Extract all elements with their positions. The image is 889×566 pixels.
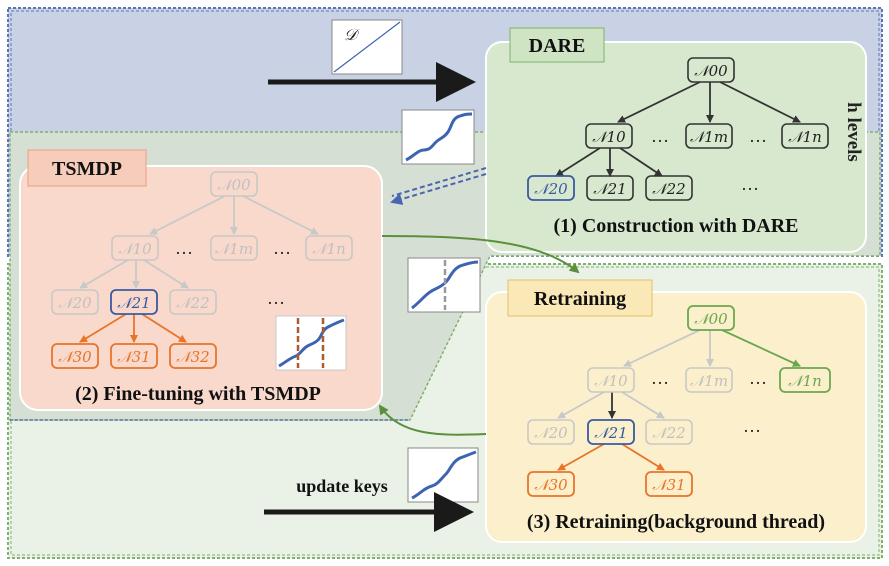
dataset-thumbnail: 𝒟 xyxy=(331,19,403,75)
retraining-node-n10: 𝒩10 xyxy=(587,367,635,393)
cdf-thumbnail-split xyxy=(407,257,481,313)
dare-node-n22: 𝒩22 xyxy=(645,175,693,201)
dare-node-n1m: 𝒩1m xyxy=(685,123,733,149)
retraining-ellipsis-1: … xyxy=(651,368,669,388)
update-keys-cdf-thumbnail xyxy=(407,447,479,503)
dare-node-n10: 𝒩10 xyxy=(585,123,633,149)
dare-node-n20: 𝒩20 xyxy=(527,175,575,201)
retraining-ellipsis-3: … xyxy=(743,416,761,436)
dare-title: DARE xyxy=(529,35,586,57)
svg-text:𝒩20: 𝒩20 xyxy=(534,424,568,442)
dare-panel xyxy=(485,41,867,253)
dare-to-tsmdp-arrow xyxy=(390,167,487,205)
tsmdp-ellipsis-3: … xyxy=(267,288,285,308)
svg-text:𝒩20: 𝒩20 xyxy=(534,180,568,198)
svg-text:𝒩1n: 𝒩1n xyxy=(788,128,822,146)
tsmdp-node-n1n: 𝒩1n xyxy=(305,235,353,261)
tsmdp-node-n00: 𝒩00 xyxy=(210,171,258,197)
retraining-caption: (3) Retraining(background thread) xyxy=(527,511,825,533)
retraining-node-n31: 𝒩31 xyxy=(645,471,693,497)
dare-node-n00: 𝒩00 xyxy=(687,57,735,83)
cdf-thumbnail-upper xyxy=(401,109,475,165)
tsmdp-node-n10: 𝒩10 xyxy=(111,235,159,261)
retraining-node-n30: 𝒩30 xyxy=(527,471,575,497)
dare-node-n21: 𝒩21 xyxy=(586,175,634,201)
retraining-title: Retraining xyxy=(534,288,626,310)
update-keys-label: update keys xyxy=(296,476,388,496)
tsmdp-node-n21: 𝒩21 xyxy=(110,289,158,315)
tsmdp-edges-gray xyxy=(79,195,319,289)
tsmdp-node-n31: 𝒩31 xyxy=(110,343,158,369)
tsmdp-node-n20: 𝒩20 xyxy=(51,289,99,315)
svg-text:𝒩22: 𝒩22 xyxy=(176,294,209,312)
svg-text:𝒩1m: 𝒩1m xyxy=(690,128,728,146)
svg-text:𝒩10: 𝒩10 xyxy=(118,240,152,258)
tsmdp-title-box xyxy=(27,149,147,187)
retraining-node-n1m: 𝒩1m xyxy=(685,367,733,393)
retraining-node-n21: 𝒩21 xyxy=(587,419,635,445)
svg-text:𝒩21: 𝒩21 xyxy=(117,294,150,312)
svg-text:𝒩10: 𝒩10 xyxy=(592,128,626,146)
retraining-node-n1n: 𝒩1n xyxy=(779,367,831,393)
tsmdp-title: TSMDP xyxy=(52,158,122,180)
retraining-edges-gray xyxy=(557,329,714,419)
svg-text:𝒩10: 𝒩10 xyxy=(594,372,628,390)
tsmdp-split-cdf-thumbnail xyxy=(275,315,347,371)
dare-caption: (1) Construction with DARE xyxy=(554,215,799,237)
retraining-to-tsmdp-arrow xyxy=(378,404,487,436)
svg-text:𝒩1n: 𝒩1n xyxy=(788,372,822,390)
tsmdp-caption: (2) Fine-tuning with TSMDP xyxy=(75,383,321,405)
svg-text:𝒩00: 𝒩00 xyxy=(694,310,728,328)
retraining-node-n00: 𝒩00 xyxy=(687,305,735,331)
svg-text:𝒩31: 𝒩31 xyxy=(117,348,150,366)
svg-text:𝒩1m: 𝒩1m xyxy=(215,240,253,258)
svg-text:𝒩30: 𝒩30 xyxy=(534,476,568,494)
tsmdp-panel xyxy=(19,165,383,411)
tsmdp-edges-orange xyxy=(79,313,187,343)
svg-text:𝒩20: 𝒩20 xyxy=(58,294,92,312)
dare-ellipsis-3: … xyxy=(741,174,759,194)
retraining-ellipsis-2: … xyxy=(749,368,767,388)
retraining-node-n20: 𝒩20 xyxy=(527,419,575,445)
retraining-node-n22: 𝒩22 xyxy=(645,419,693,445)
retraining-edge-green xyxy=(721,329,801,367)
dare-ellipsis-1: … xyxy=(651,126,669,146)
svg-text:𝒩00: 𝒩00 xyxy=(217,176,251,194)
dare-ellipsis-2: … xyxy=(749,126,767,146)
svg-text:𝒩22: 𝒩22 xyxy=(652,180,685,198)
tsmdp-to-retraining-arrow xyxy=(381,235,580,274)
tsmdp-node-n22: 𝒩22 xyxy=(169,289,217,315)
svg-text:𝒩21: 𝒩21 xyxy=(594,424,627,442)
tsmdp-node-n1m: 𝒩1m xyxy=(210,235,258,261)
tsmdp-node-n32: 𝒩32 xyxy=(169,343,217,369)
dare-node-n1n: 𝒩1n xyxy=(781,123,829,149)
dataset-label: 𝒟 xyxy=(344,25,360,44)
svg-text:𝒩31: 𝒩31 xyxy=(652,476,685,494)
retraining-edges-orange xyxy=(557,443,665,471)
svg-text:𝒩30: 𝒩30 xyxy=(58,348,92,366)
tsmdp-ellipsis-1: … xyxy=(175,238,193,258)
svg-text:𝒩22: 𝒩22 xyxy=(652,424,685,442)
dare-edges xyxy=(555,81,801,177)
svg-text:𝒩21: 𝒩21 xyxy=(593,180,626,198)
svg-text:𝒩1n: 𝒩1n xyxy=(312,240,346,258)
svg-text:𝒩00: 𝒩00 xyxy=(694,62,728,80)
dare-title-box xyxy=(509,27,605,63)
tsmdp-node-n30: 𝒩30 xyxy=(51,343,99,369)
retraining-panel xyxy=(485,291,867,543)
tsmdp-ellipsis-2: … xyxy=(273,238,291,258)
dare-levels-label: h levels xyxy=(843,102,864,162)
retraining-title-box xyxy=(507,279,653,317)
svg-text:𝒩1m: 𝒩1m xyxy=(690,372,728,390)
svg-text:𝒩32: 𝒩32 xyxy=(176,348,209,366)
